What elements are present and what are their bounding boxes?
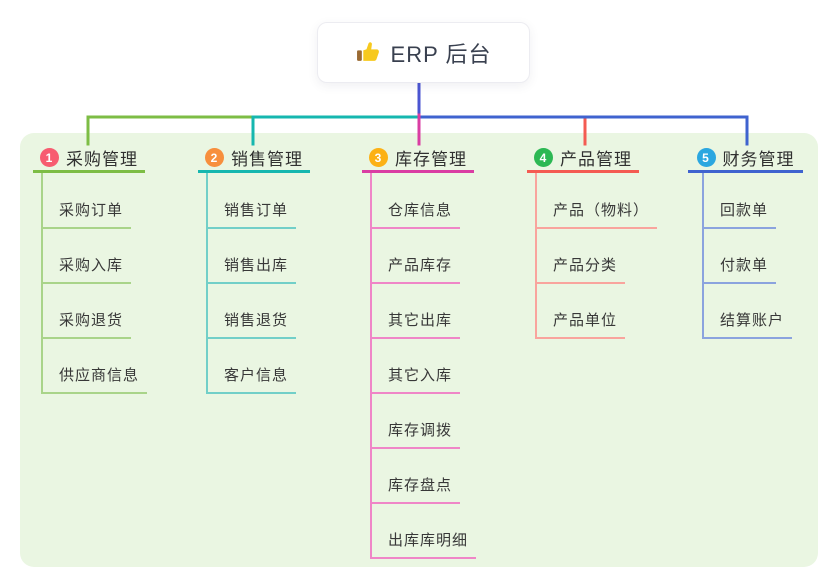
branch-purchase: 1 采购管理 采购订单采购入库采购退货供应商信息: [33, 133, 148, 394]
sub-item[interactable]: 付款单: [704, 229, 777, 284]
branch-sales: 2 销售管理 销售订单销售出库销售退货客户信息: [198, 133, 310, 394]
branch-items: 采购订单采购入库采购退货供应商信息: [41, 173, 148, 394]
branch-number-badge: 2: [205, 148, 224, 167]
branch-items: 销售订单销售出库销售退货客户信息: [206, 173, 297, 394]
sub-item[interactable]: 产品库存: [372, 229, 461, 284]
branch-number-badge: 1: [40, 148, 59, 167]
branch-topic[interactable]: 2 销售管理: [198, 133, 310, 173]
branch-topic[interactable]: 5 财务管理: [688, 133, 803, 173]
branch-topic[interactable]: 3 库存管理: [362, 133, 474, 173]
sub-item[interactable]: 销售退货: [208, 284, 297, 339]
branch-items: 回款单付款单结算账户: [702, 173, 793, 339]
sub-item[interactable]: 采购退货: [43, 284, 132, 339]
branch-items: 仓库信息产品库存其它出库其它入库库存调拨库存盘点出库库明细: [370, 173, 477, 559]
root-title: ERP 后台: [390, 41, 492, 67]
sub-item[interactable]: 供应商信息: [43, 339, 148, 394]
sub-item[interactable]: 库存调拨: [372, 394, 461, 449]
branch-items: 产品（物料）产品分类产品单位: [535, 173, 658, 339]
branches-panel: [20, 133, 818, 567]
branch-label: 库存管理: [395, 150, 467, 169]
sub-item[interactable]: 结算账户: [704, 284, 793, 339]
sub-item[interactable]: 其它出库: [372, 284, 461, 339]
branch-number-badge: 4: [534, 148, 553, 167]
sub-item[interactable]: 产品（物料）: [537, 173, 658, 229]
sub-item[interactable]: 销售出库: [208, 229, 297, 284]
branch-inventory: 3 库存管理 仓库信息产品库存其它出库其它入库库存调拨库存盘点出库库明细: [362, 133, 477, 559]
sub-item[interactable]: 回款单: [704, 173, 777, 229]
branch-product: 4 产品管理 产品（物料）产品分类产品单位: [527, 133, 658, 339]
thumbs-up-icon: [356, 40, 381, 65]
root-node-erp[interactable]: ERP 后台: [317, 22, 530, 83]
sub-item[interactable]: 采购订单: [43, 173, 132, 229]
sub-item[interactable]: 仓库信息: [372, 173, 461, 229]
sub-item[interactable]: 销售订单: [208, 173, 297, 229]
branch-label: 产品管理: [560, 150, 632, 169]
sub-item[interactable]: 产品单位: [537, 284, 626, 339]
branch-number-badge: 3: [369, 148, 388, 167]
branch-number-badge: 5: [696, 148, 716, 167]
branch-topic[interactable]: 1 采购管理: [33, 133, 145, 173]
branch-topic[interactable]: 4 产品管理: [527, 133, 639, 173]
sub-item[interactable]: 出库库明细: [372, 504, 477, 559]
sub-item[interactable]: 产品分类: [537, 229, 626, 284]
branch-label: 销售管理: [231, 150, 303, 169]
branch-finance: 5 财务管理 回款单付款单结算账户: [688, 133, 803, 339]
sub-item[interactable]: 采购入库: [43, 229, 132, 284]
sub-item[interactable]: 客户信息: [208, 339, 297, 394]
sub-item[interactable]: 其它入库: [372, 339, 461, 394]
sub-item[interactable]: 库存盘点: [372, 449, 461, 504]
branch-label: 采购管理: [66, 150, 138, 169]
branch-label: 财务管理: [722, 150, 795, 169]
